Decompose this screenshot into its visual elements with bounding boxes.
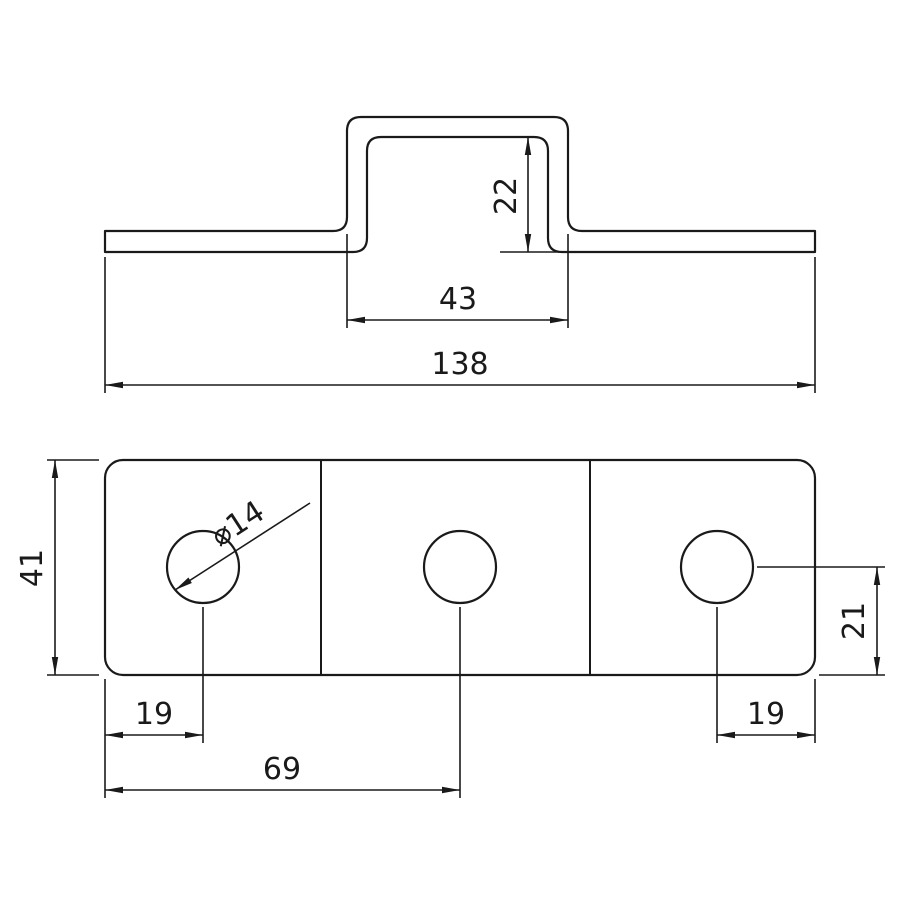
dimension-overall-width: 138 <box>104 257 816 393</box>
dimension-value-hole3-from-right: 19 <box>747 697 785 732</box>
dimension-hole-from-bottom: 21 <box>757 566 885 676</box>
profile-view: 22 43 138 <box>103 115 817 393</box>
plan-view: ⌀14 41 19 69 <box>15 458 885 798</box>
dimension-value-hole1-from-left: 19 <box>135 697 173 732</box>
dimension-hole1-from-left: 19 <box>105 697 203 739</box>
dimension-value-plate-width: 41 <box>15 549 50 587</box>
hole-middle <box>422 529 498 605</box>
leader-line <box>174 502 311 591</box>
dimension-plate-width: 41 <box>15 459 99 676</box>
dimension-hole3-from-right: 19 <box>717 697 815 739</box>
dimension-hat-inner-height: 22 <box>489 137 560 253</box>
dimension-value-hole2-from-left: 69 <box>263 752 301 787</box>
dimension-hole2-from-left: 69 <box>105 752 460 794</box>
hole-right <box>679 529 755 605</box>
dimension-value-hat-width: 43 <box>439 282 477 317</box>
dimension-value-hat-inner-height: 22 <box>489 177 524 215</box>
dimension-value-overall-width: 138 <box>431 347 488 382</box>
dimension-value-hole-from-bottom: 21 <box>837 602 872 640</box>
sheet-profile-outline <box>103 115 817 254</box>
dimension-hat-width: 43 <box>346 234 569 328</box>
